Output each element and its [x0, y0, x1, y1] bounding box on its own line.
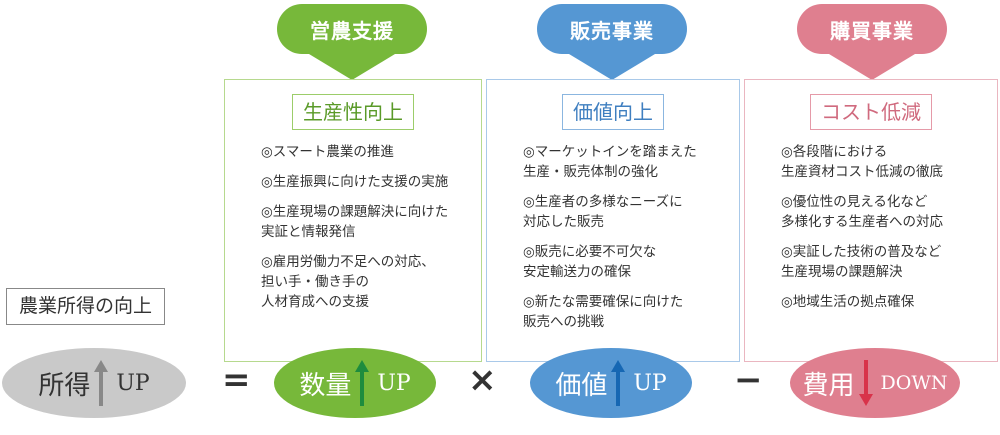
quantity-up-label: UP: [377, 370, 411, 396]
list-item: ◎新たな需要確保に向けた 販売への挑戦: [523, 294, 684, 330]
list-item: ◎生産者の多様なニーズに 対応した販売: [523, 194, 683, 230]
down-arrow-red-icon: [858, 360, 873, 406]
header-pill-kobai: 購買事業: [797, 4, 947, 54]
list-item: ◎雇用労働力不足への対応、 担い手・働き手の 人材育成への支援: [261, 254, 435, 310]
income-up-label: UP: [116, 370, 150, 396]
header-pill-hanbai: 販売事業: [537, 4, 687, 54]
list-item: ◎地域生活の拠点確保: [781, 294, 915, 310]
up-arrow-gray-icon: [94, 360, 109, 406]
list-item: ◎マーケットインを踏まえた 生産・販売体制の強化: [523, 144, 697, 180]
panel-title-value: 価値向上: [562, 94, 664, 130]
panel-cost: コスト低減 ◎各段階における 生産資材コスト低減の徹底 ◎優位性の見える化など …: [744, 79, 998, 362]
arrow-down-hanbai-icon: [569, 54, 655, 80]
income-label: 所得: [38, 370, 91, 401]
up-arrow-blue-icon: [611, 360, 626, 406]
value-up-label: UP: [633, 370, 667, 396]
cost-down-label: DOWN: [880, 372, 948, 394]
list-productivity: ◎スマート農業の推進 ◎生産振興に向けた支援の実施 ◎生産現場の課題解決に向けた…: [243, 142, 471, 322]
cost-label: 費用: [802, 370, 855, 401]
list-item: ◎販売に必要不可欠な 安定輸送力の確保: [523, 244, 657, 280]
oval-income-up: 所得 UP: [2, 348, 186, 418]
oval-cost-down: 費用 DOWN: [790, 348, 960, 418]
list-item: ◎優位性の見える化など 多様化する生産者への対応: [781, 194, 943, 230]
list-cost: ◎各段階における 生産資材コスト低減の徹底 ◎優位性の見える化など 多様化する生…: [763, 142, 987, 322]
arrow-down-kobai-icon: [829, 54, 915, 80]
panel-value: 価値向上 ◎マーケットインを踏まえた 生産・販売体制の強化 ◎生産者の多様なニー…: [486, 79, 740, 362]
equals-sign: =: [222, 360, 251, 400]
list-item: ◎生産振興に向けた支援の実施: [261, 174, 449, 190]
panel-title-productivity: 生産性向上: [292, 94, 414, 130]
list-item: ◎各段階における 生産資材コスト低減の徹底: [781, 144, 943, 180]
side-label-farm-income: 農業所得の向上: [6, 288, 166, 325]
list-value: ◎マーケットインを踏まえた 生産・販売体制の強化 ◎生産者の多様なニーズに 対応…: [505, 142, 729, 342]
list-item: ◎実証した技術の普及など 生産現場の課題解決: [781, 244, 942, 280]
panel-productivity: 生産性向上 ◎スマート農業の推進 ◎生産振興に向けた支援の実施 ◎生産現場の課題…: [224, 79, 482, 362]
up-arrow-green-icon: [355, 360, 370, 406]
panel-title-cost: コスト低減: [810, 94, 932, 130]
list-item: ◎スマート農業の推進: [261, 144, 394, 160]
arrow-down-eino-icon: [309, 54, 395, 80]
times-sign: ×: [468, 360, 497, 400]
list-item: ◎生産現場の課題解決に向けた 実証と情報発信: [261, 204, 449, 240]
oval-quantity-up: 数量 UP: [274, 348, 436, 418]
header-pill-eino: 営農支援: [277, 4, 427, 54]
quantity-label: 数量: [299, 370, 352, 401]
oval-value-up: 価値 UP: [530, 348, 692, 418]
minus-sign: −: [734, 360, 763, 400]
value-label: 価値: [555, 370, 608, 401]
